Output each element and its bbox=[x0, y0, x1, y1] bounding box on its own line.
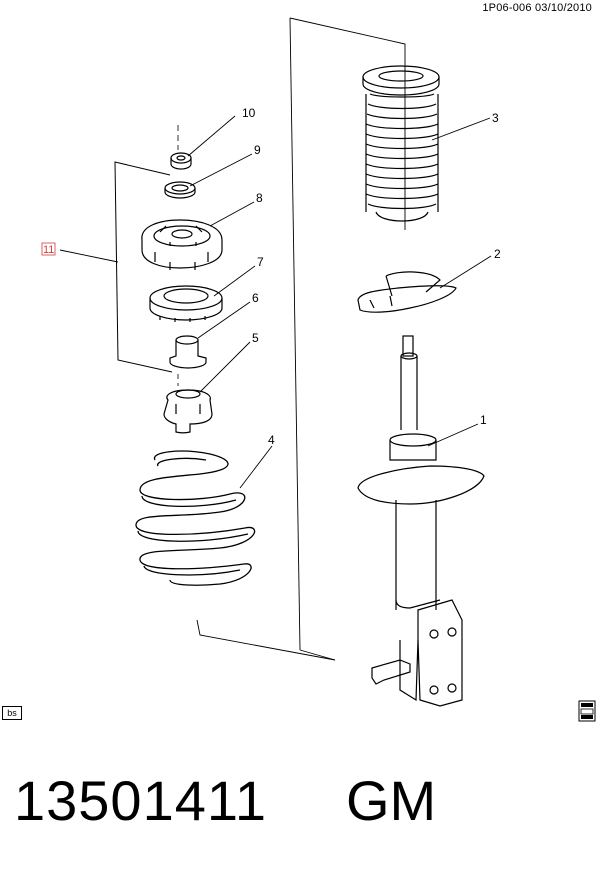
part-6-bushing bbox=[169, 335, 207, 369]
leader-lines bbox=[59, 115, 492, 489]
part-10-nut bbox=[170, 152, 192, 170]
part-9-washer bbox=[164, 181, 196, 199]
callout-7: 7 bbox=[257, 255, 264, 269]
drawing-date: 03/10/2010 bbox=[534, 2, 592, 14]
callout-6: 6 bbox=[252, 291, 259, 305]
callout-11: 11 bbox=[43, 244, 54, 256]
callout-1: 1 bbox=[480, 413, 487, 427]
brand-name: GM bbox=[346, 769, 437, 832]
part-5-jounce-bumper bbox=[163, 389, 213, 434]
callout-2: 2 bbox=[494, 247, 501, 261]
callout-8: 8 bbox=[256, 191, 263, 205]
part-2-spring-seat bbox=[357, 271, 457, 313]
gm-spo-icon bbox=[578, 700, 596, 722]
callout-9: 9 bbox=[254, 143, 261, 157]
callout-5: 5 bbox=[252, 331, 259, 345]
part-7-bearing bbox=[149, 285, 223, 322]
assembly-bracket bbox=[114, 161, 173, 373]
drawing-header: 1P06-006 03/10/2010 bbox=[482, 2, 592, 14]
part-number: 13501411 bbox=[14, 769, 267, 832]
callout-10: 10 bbox=[242, 106, 256, 120]
drawing-ref: 1P06-006 bbox=[482, 2, 532, 14]
part-4-coil-spring bbox=[135, 450, 256, 586]
part-8-upper-mount bbox=[141, 219, 223, 270]
part-3-dust-boot bbox=[362, 65, 440, 222]
exploded-strut-diagram: 10 9 8 7 6 5 4 3 2 1 11 bbox=[41, 17, 501, 707]
callout-3: 3 bbox=[492, 111, 499, 125]
part-1-strut bbox=[357, 335, 485, 707]
bs-tag: bs bbox=[2, 706, 22, 720]
callout-4: 4 bbox=[268, 433, 275, 447]
